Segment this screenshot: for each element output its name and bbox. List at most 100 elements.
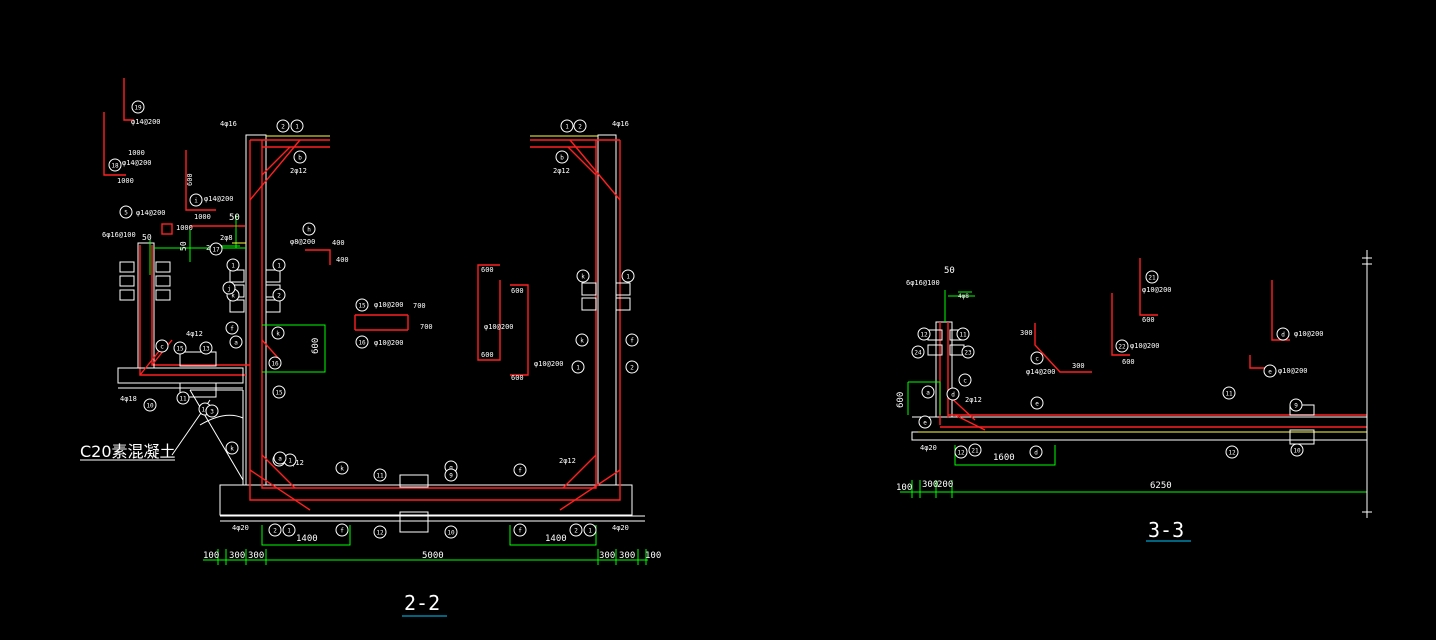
- ref-bubble-label: g: [449, 465, 453, 472]
- ref-bubble-label: 1: [231, 263, 235, 270]
- right-wall: [597, 134, 617, 485]
- label-c600d: 600: [511, 374, 524, 382]
- ref-bubble-label: e: [1268, 369, 1272, 376]
- ref-bubble-label: 12: [957, 450, 965, 457]
- ref-bubble-label: 1: [277, 263, 281, 270]
- ref-bubble-label: b: [298, 155, 302, 162]
- ref-bubble: [131, 100, 145, 114]
- dim-5000: 5000: [422, 551, 444, 561]
- ref-bubble-label: a: [278, 456, 282, 463]
- rdim-6250: 6250: [1150, 481, 1172, 491]
- ref-bubble: [1263, 364, 1277, 378]
- dim-50-left: 50: [142, 233, 152, 242]
- ref-bubble: [293, 150, 307, 164]
- ref-bubble-label: 16: [358, 340, 366, 347]
- ref-bubble: [276, 119, 290, 133]
- ref-bubble: [1030, 396, 1044, 410]
- dim-300-a: 300: [229, 551, 245, 561]
- ref-bubble-label: 15: [275, 390, 283, 397]
- label-bot-2r: 2φ12: [559, 457, 576, 465]
- ref-bubble-label: 12: [920, 332, 928, 339]
- ref-bubble: [625, 360, 639, 374]
- ref-bubble: [958, 373, 972, 387]
- ref-bubble: [282, 523, 296, 537]
- section-title-2-2: 2-2: [404, 591, 440, 615]
- ref-bubble: [335, 461, 349, 475]
- label-700a: 700: [413, 302, 426, 310]
- ref-bubble-label: 2: [273, 528, 277, 535]
- ref-bubble: [621, 269, 635, 283]
- label-700b: 700: [420, 323, 433, 331]
- ref-bubble-label: 3: [210, 409, 214, 416]
- ref-bubble-label: f: [630, 338, 634, 345]
- ref-bubble: [1029, 445, 1043, 459]
- ref-bubble: [954, 445, 968, 459]
- ref-bubble-label: k: [230, 446, 234, 453]
- label-w-top: 6φ16@100: [102, 231, 136, 239]
- ref-bubble: [335, 523, 349, 537]
- ref-bubble: [222, 281, 236, 295]
- ref-bubble: [209, 242, 223, 256]
- ref-bubble-label: f: [230, 326, 234, 333]
- dim-300-b: 300: [248, 551, 264, 561]
- ref-bubble-label: j: [227, 286, 231, 293]
- ref-bubble-label: 21: [1148, 275, 1156, 282]
- section-2-2: 2-2 C20素混凝土 45° 100 300 300 5000 300 300…: [80, 78, 661, 617]
- ref-bubble: [1222, 386, 1236, 400]
- label-1000-a: 1000: [128, 149, 145, 157]
- ref-bubble: [917, 327, 931, 341]
- label-w-a: 2φ8: [220, 234, 233, 242]
- label-5: φ14@200: [136, 209, 166, 217]
- label-top-right: 4φ16: [612, 120, 629, 128]
- ref-bubble: [625, 333, 639, 347]
- ref-bubble-label: 1: [287, 528, 291, 535]
- ref-bubble: [1145, 270, 1159, 284]
- label-b-left: 2φ12: [290, 167, 307, 175]
- concrete-note: C20素混凝土: [80, 442, 176, 461]
- ref-bubble-label: 9: [1294, 403, 1298, 410]
- ref-bubble-label: 19: [134, 105, 142, 112]
- ref-bubble: [229, 335, 243, 349]
- label-h400b: 400: [336, 256, 349, 264]
- ref-bubble: [355, 298, 369, 312]
- label-bot-right: 4φ20: [612, 524, 629, 532]
- ref-bubble: [1030, 351, 1044, 365]
- ref-bubble: [444, 525, 458, 539]
- ref-bubble-label: 1: [295, 124, 299, 131]
- left-wall: [245, 134, 267, 485]
- ref-bubble-label: 13: [202, 346, 210, 353]
- label-1000-d: 1000: [176, 224, 193, 232]
- ref-bubble: [290, 119, 304, 133]
- label-16: φ10@200: [374, 339, 404, 347]
- label-c2: φ10@200: [534, 360, 564, 368]
- dim-1400-left: 1400: [296, 534, 318, 544]
- ref-bubble-label: 10: [146, 403, 154, 410]
- ref-bubble: [176, 391, 190, 405]
- label-bot-left: 4φ20: [232, 524, 249, 532]
- ref-bubble: [571, 360, 585, 374]
- label-c1: φ10@200: [484, 323, 514, 331]
- ref-bubble: [268, 356, 282, 370]
- ref-bubble: [968, 443, 982, 457]
- ref-bubble: [373, 468, 387, 482]
- ref-bubble-label: i: [194, 198, 198, 205]
- ref-bubble: [560, 119, 574, 133]
- ref-bubble-label: 10: [1293, 448, 1301, 455]
- rdim-200: 200: [937, 480, 953, 490]
- dim-50-top: 50: [229, 213, 240, 223]
- ref-bubble: [575, 333, 589, 347]
- ref-bubble: [272, 385, 286, 399]
- ref-bubble: [272, 258, 286, 272]
- ref-bubble: [173, 341, 187, 355]
- ref-bubble-label: 10: [447, 530, 455, 537]
- ref-bubble-label: 24: [914, 350, 922, 357]
- ref-bubble-label: k: [580, 338, 584, 345]
- ref-bubble: [569, 523, 583, 537]
- rdim-300: 300: [922, 480, 938, 490]
- dim-600: 600: [311, 338, 321, 354]
- rdim-50: 50: [944, 266, 955, 276]
- ref-bubble-label: 11: [1225, 391, 1233, 398]
- ref-bubble-label: 22: [1118, 344, 1126, 351]
- ref-bubble: [576, 269, 590, 283]
- ref-bubble-label: f: [518, 468, 522, 475]
